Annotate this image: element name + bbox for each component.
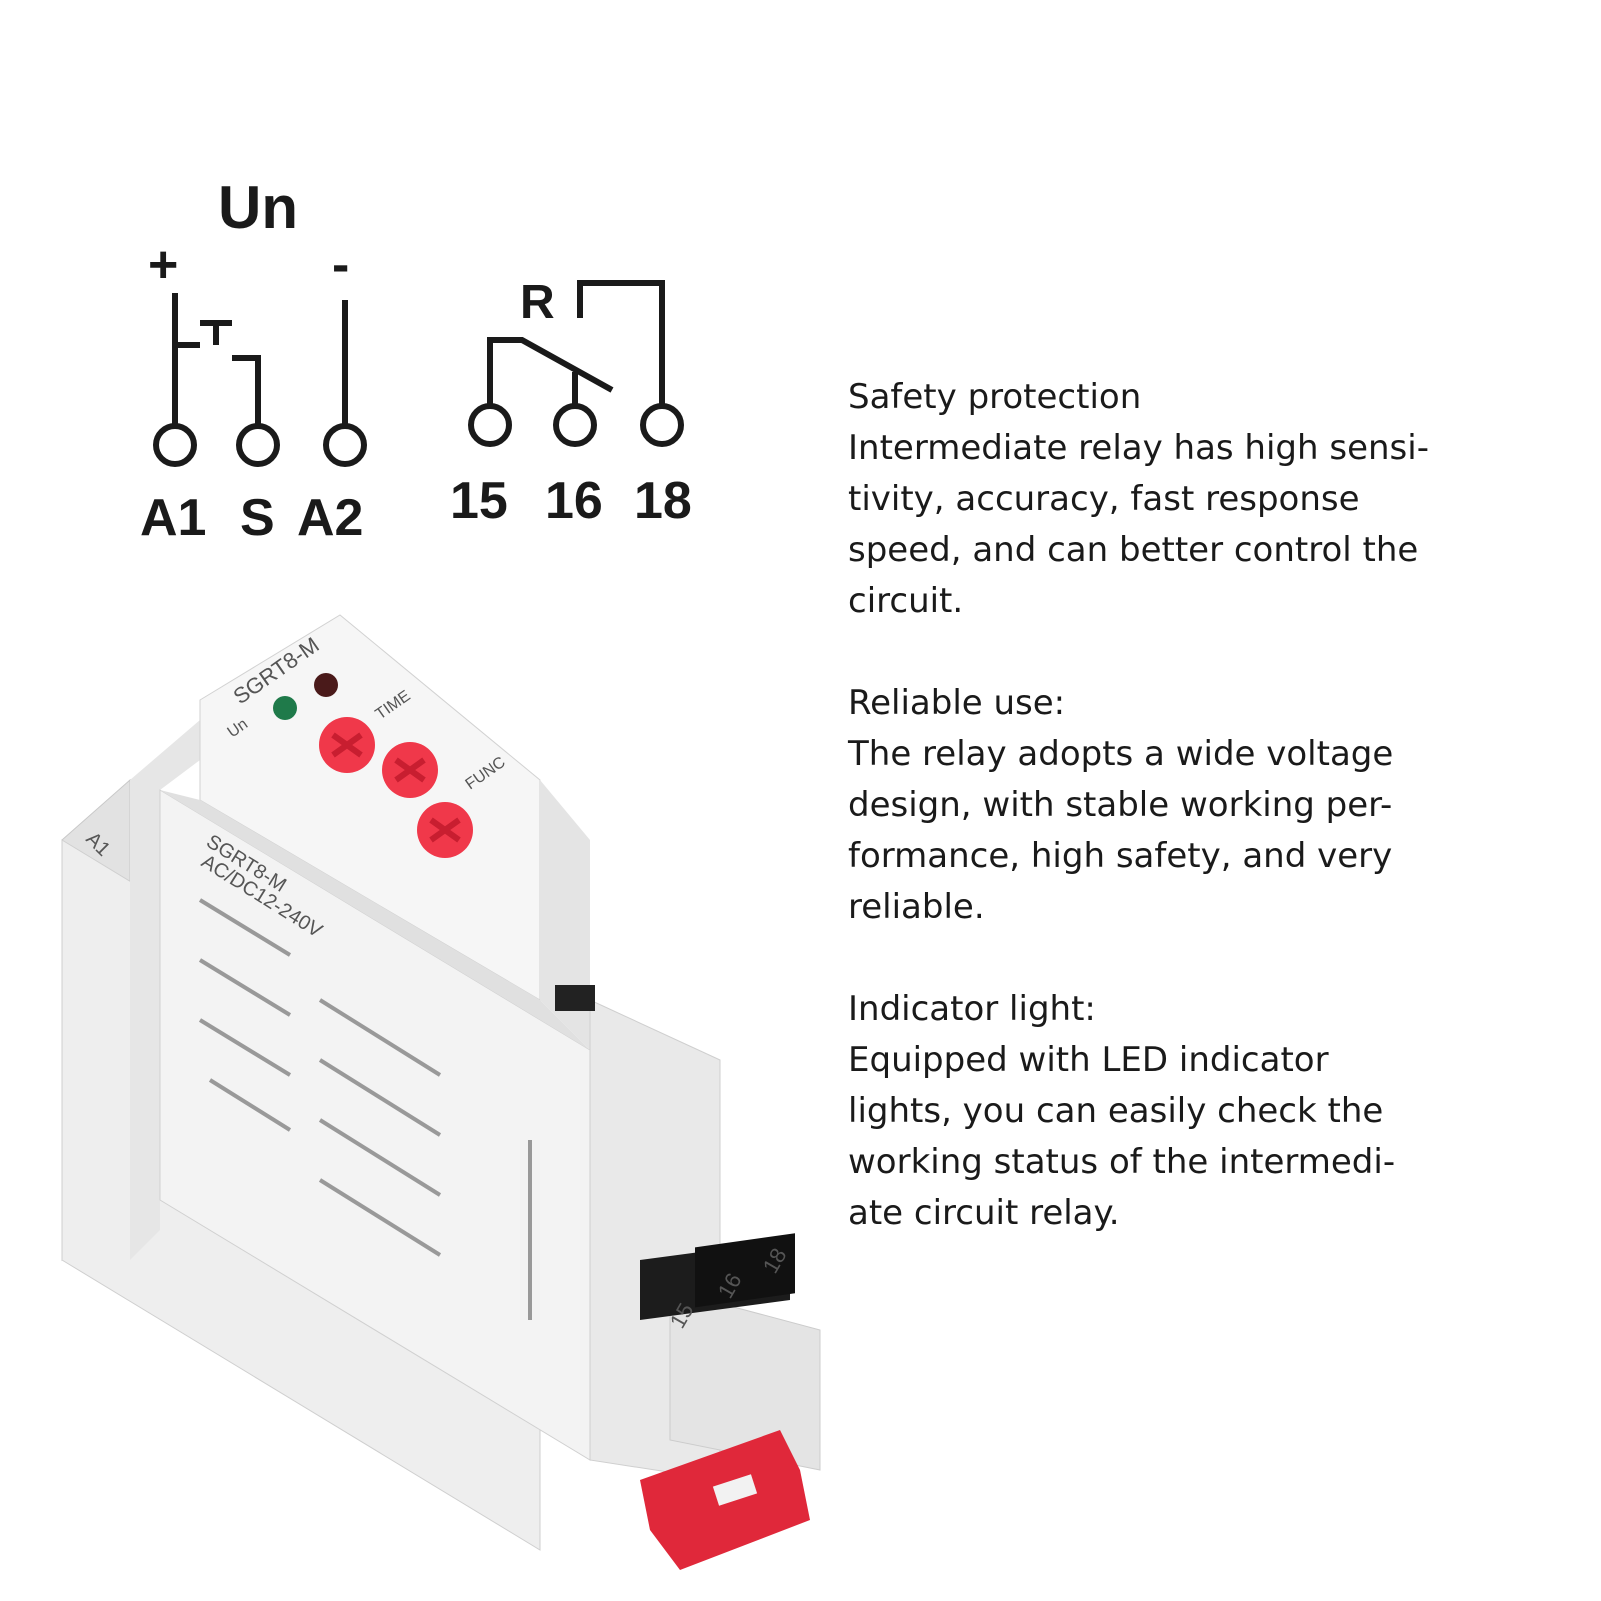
- section-title: Indicator light:: [848, 989, 1096, 1029]
- terminal-circles: [153, 403, 684, 467]
- section-line: reliable.: [848, 887, 985, 927]
- led-green: [273, 696, 297, 720]
- terminal-18: 18: [634, 472, 692, 530]
- terminal-15: 15: [450, 472, 508, 530]
- feature-description: Safety protection Intermediate relay has…: [848, 372, 1568, 1239]
- section-title: Safety protection: [848, 377, 1142, 417]
- wiring-diagram: Un + - R A1 S A2 15 16 18: [140, 174, 692, 547]
- terminal-s: S: [240, 489, 275, 547]
- wiring-lines: [172, 280, 665, 425]
- section-line: ate circuit relay.: [848, 1193, 1120, 1233]
- spec-table-print: [198, 898, 532, 1320]
- relay-device-photo: SGRT8-M Un TIME FUNC SGRT8-M AC/DC12-240…: [61, 614, 821, 1570]
- section-line: formance, high safety, and very: [848, 836, 1393, 876]
- minus-sign: -: [332, 236, 349, 294]
- section-indicator: Indicator light: Equipped with LED indic…: [848, 984, 1568, 1239]
- relay-label: R: [520, 276, 555, 329]
- plus-sign: +: [148, 236, 178, 294]
- section-line: tivity, accuracy, fast response: [848, 479, 1360, 519]
- func-dial[interactable]: [417, 802, 473, 858]
- time-dial[interactable]: [319, 717, 375, 773]
- section-line: design, with stable working per-: [848, 785, 1393, 825]
- section-line: circuit.: [848, 581, 964, 621]
- section-line: working status of the intermedi-: [848, 1142, 1396, 1182]
- section-reliable: Reliable use: The relay adopts a wide vo…: [848, 678, 1568, 933]
- terminal-16: 16: [545, 472, 603, 530]
- supply-label: Un: [218, 174, 298, 241]
- percent-dial[interactable]: [382, 742, 438, 798]
- section-line: Intermediate relay has high sensi-: [848, 428, 1429, 468]
- section-line: lights, you can easily check the: [848, 1091, 1384, 1131]
- led-red: [314, 673, 338, 697]
- terminal-opening: [695, 1233, 795, 1308]
- terminal-a1: A1: [140, 489, 206, 547]
- section-title: Reliable use:: [848, 683, 1066, 723]
- section-line: speed, and can better control the: [848, 530, 1419, 570]
- terminal-a2: A2: [297, 489, 363, 547]
- section-line: The relay adopts a wide voltage: [848, 734, 1394, 774]
- slot: [555, 985, 595, 1011]
- section-safety: Safety protection Intermediate relay has…: [848, 372, 1568, 627]
- section-line: Equipped with LED indicator: [848, 1040, 1329, 1080]
